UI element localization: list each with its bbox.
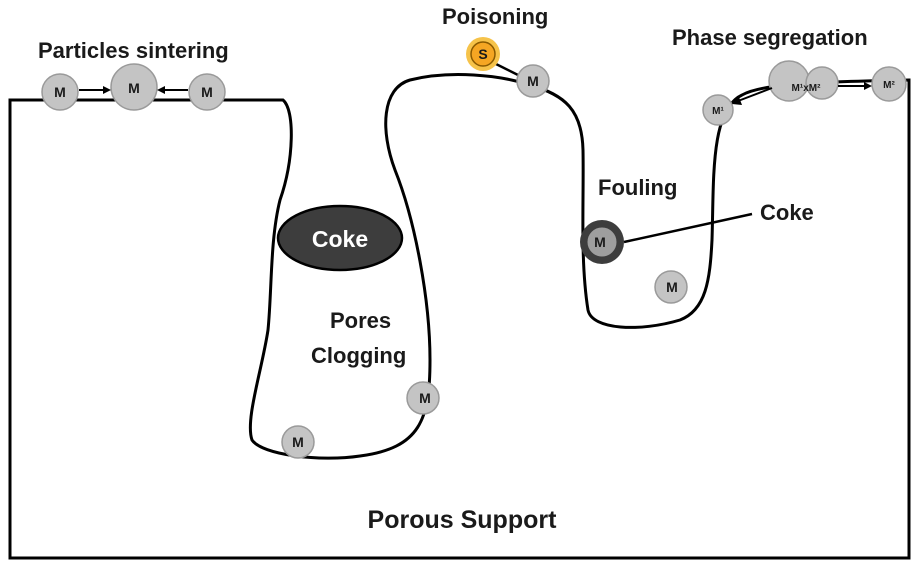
phase-particle-m2: M² bbox=[871, 66, 907, 102]
porous-support-outline bbox=[8, 73, 911, 560]
poisoned-metal-particle: M bbox=[516, 64, 550, 98]
phase-arrow-right-icon bbox=[838, 82, 872, 90]
coke-fouling-label: Coke bbox=[760, 200, 814, 225]
sintering-arrow-left-icon bbox=[157, 86, 188, 94]
svg-text:M: M bbox=[54, 84, 66, 100]
coke-callout-line bbox=[623, 212, 753, 244]
poisoning-label: Poisoning bbox=[442, 4, 548, 29]
fouling-pore-particle: M bbox=[654, 270, 688, 304]
sintering-arrow-right-icon bbox=[79, 86, 111, 94]
porous-support-label: Porous Support bbox=[368, 506, 558, 534]
svg-text:M: M bbox=[419, 390, 431, 406]
phase-arrow-left-icon bbox=[732, 87, 773, 105]
svg-text:M: M bbox=[527, 73, 539, 89]
sintering-particle-center: M bbox=[110, 63, 158, 111]
particles-sintering-label: Particles sintering bbox=[38, 38, 229, 63]
pores-clogging-label-line2: Clogging bbox=[311, 343, 406, 368]
svg-text:M: M bbox=[292, 434, 304, 450]
svg-text:M¹xM²: M¹xM² bbox=[792, 83, 822, 94]
svg-text:M²: M² bbox=[883, 80, 895, 91]
sintering-particle-right: M bbox=[188, 73, 226, 111]
pore-bottom-particle: M bbox=[281, 425, 315, 459]
poisoning-bond-line bbox=[493, 61, 521, 78]
sulfur-poison-particle: S bbox=[466, 37, 500, 71]
svg-text:M¹: M¹ bbox=[712, 106, 724, 117]
phase-particle-m1m2: M¹xM² bbox=[768, 60, 839, 102]
coke-pore-blob: Coke bbox=[276, 204, 404, 272]
svg-text:M: M bbox=[666, 279, 678, 295]
pore-wall-particle: M bbox=[406, 381, 440, 415]
svg-text:Coke: Coke bbox=[312, 226, 368, 252]
fouling-label: Fouling bbox=[598, 175, 677, 200]
svg-text:M: M bbox=[128, 80, 140, 96]
pores-clogging-label-line1: Pores bbox=[330, 308, 391, 333]
phase-segregation-label: Phase segregation bbox=[672, 25, 868, 50]
phase-particle-m1: M¹ bbox=[702, 94, 734, 126]
svg-text:M: M bbox=[594, 234, 606, 250]
fouled-metal-particle: M bbox=[580, 220, 624, 264]
svg-text:M: M bbox=[201, 84, 213, 100]
sintering-particle-left: M bbox=[41, 73, 79, 111]
svg-text:S: S bbox=[478, 46, 487, 62]
